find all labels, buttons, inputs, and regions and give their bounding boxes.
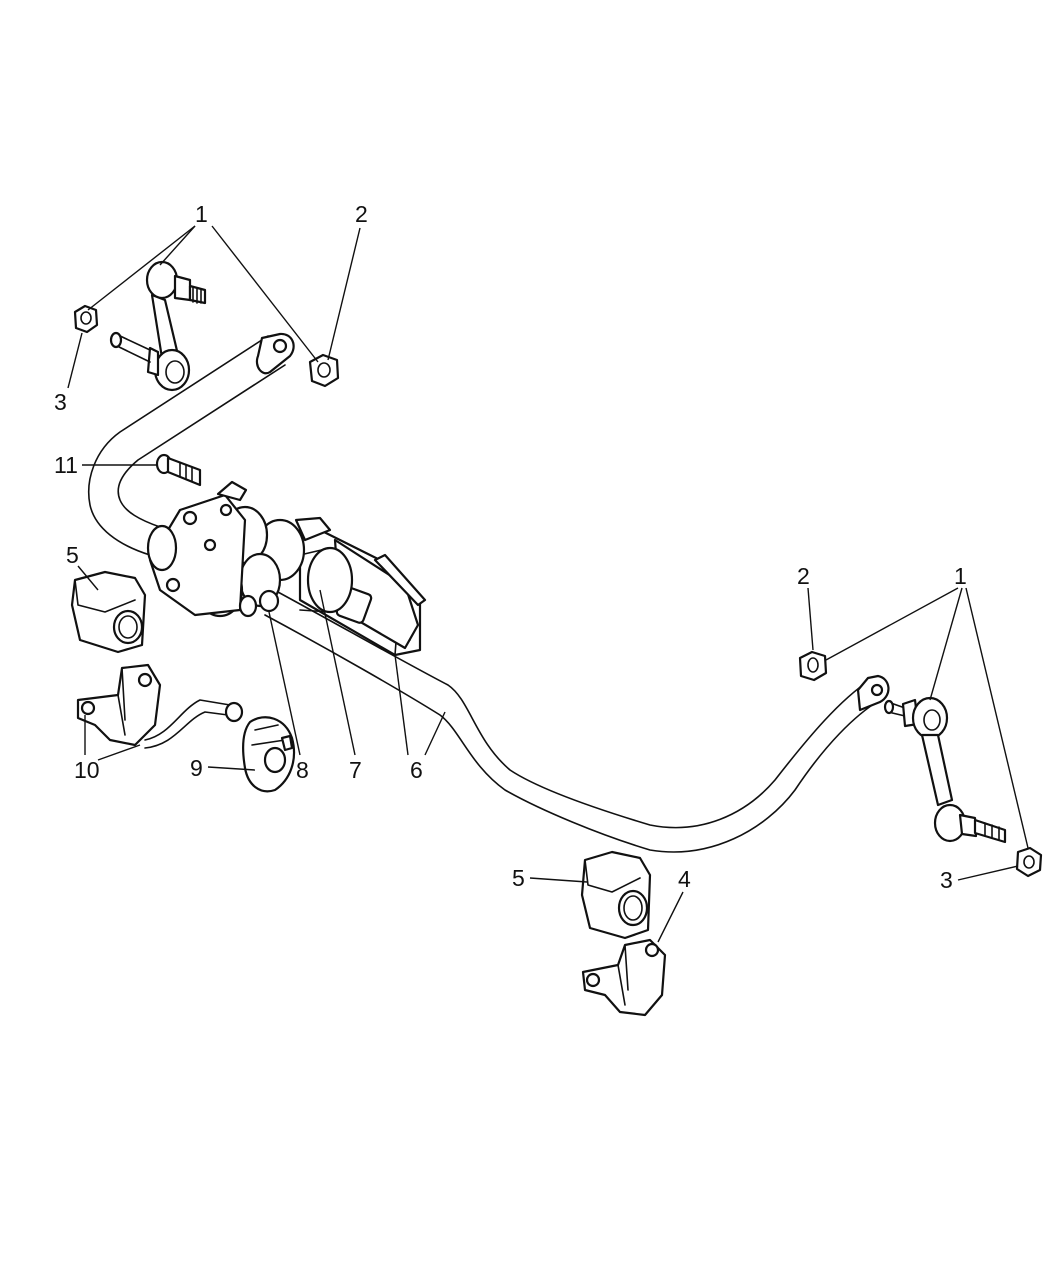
callout-2-left: 2 <box>355 201 368 227</box>
callout-5-right: 5 <box>512 865 525 891</box>
callout-7: 7 <box>349 757 362 783</box>
callout-1-right: 1 <box>954 563 967 589</box>
callout-2-right: 2 <box>797 563 810 589</box>
callout-10: 10 <box>74 757 100 783</box>
callouts: 1 2 3 11 5 10 9 8 7 6 2 1 3 5 4 <box>54 201 967 893</box>
left-nut-3 <box>73 304 99 334</box>
bolt-11 <box>155 453 202 487</box>
left-bushing <box>70 570 147 654</box>
right-bracket-4 <box>581 938 667 1017</box>
leader-lines <box>67 225 1029 943</box>
right-bushing <box>580 850 652 940</box>
stabilizer-bar <box>88 332 890 853</box>
callout-1-left: 1 <box>195 201 208 227</box>
callout-6: 6 <box>410 757 423 783</box>
right-nut-2 <box>798 650 828 682</box>
callout-9: 9 <box>190 755 203 781</box>
left-nut-2 <box>308 353 340 388</box>
actuator-bushing-9 <box>242 716 296 793</box>
callout-8: 8 <box>296 757 309 783</box>
left-bracket <box>76 663 244 749</box>
actuator-assembly <box>146 480 427 657</box>
callout-3-right: 3 <box>940 867 953 893</box>
callout-11: 11 <box>54 452 78 478</box>
left-stabilizer-link <box>109 260 207 392</box>
callout-3-left: 3 <box>54 389 67 415</box>
right-stabilizer-link <box>883 696 1007 844</box>
callout-4: 4 <box>678 866 691 892</box>
right-nut-3 <box>1015 846 1043 878</box>
callout-5-left: 5 <box>66 542 79 568</box>
